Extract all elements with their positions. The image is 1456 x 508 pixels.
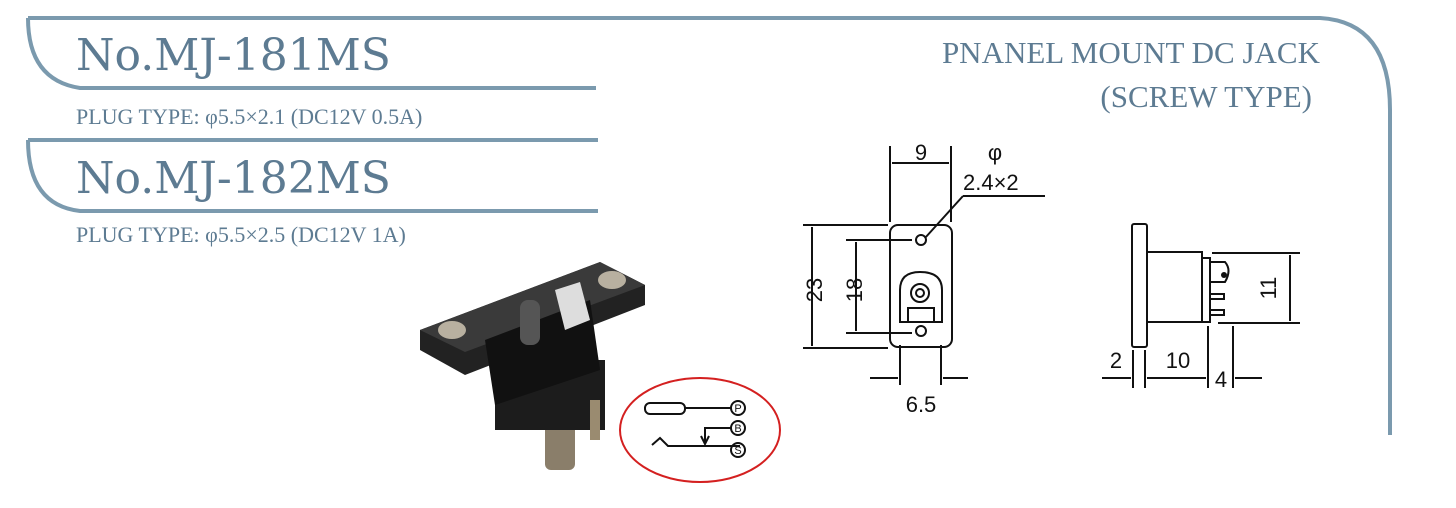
dim-width: 9 — [915, 140, 927, 165]
dim-hole-pitch: 18 — [842, 278, 867, 302]
terminal-s: S — [734, 445, 741, 457]
dim-height: 23 — [802, 278, 827, 302]
heading-line2: (SCREW TYPE) — [1100, 79, 1312, 114]
terminal-p: P — [734, 403, 741, 415]
dim-side-height: 11 — [1256, 277, 1281, 300]
front-view-drawing: 9 φ 2.4×2 23 18 6.5 — [802, 140, 1045, 417]
dim-hole: 2.4×2 — [963, 170, 1019, 195]
plug-type-2: PLUG TYPE: φ5.5×2.5 (DC12V 1A) — [76, 222, 406, 247]
plug-type-1: PLUG TYPE: φ5.5×2.1 (DC12V 0.5A) — [76, 104, 422, 129]
model-title-2: No.MJ-182MS — [76, 153, 391, 204]
dim-terminal: 4 — [1215, 367, 1227, 392]
heading-line1: PNANEL MOUNT DC JACK — [942, 35, 1321, 70]
dim-body: 10 — [1166, 348, 1190, 373]
dim-flange: 2 — [1110, 348, 1122, 373]
jack-photo — [420, 262, 645, 470]
terminal-circuit: P B S — [619, 377, 781, 483]
terminal-b: B — [734, 423, 741, 435]
model-title-1: No.MJ-181MS — [76, 30, 391, 81]
dim-jack-width: 6.5 — [906, 392, 937, 417]
side-view-drawing: 11 2 10 4 — [1102, 223, 1300, 392]
frame-lines — [26, 16, 1392, 435]
dim-hole-phi: φ — [988, 140, 1002, 165]
